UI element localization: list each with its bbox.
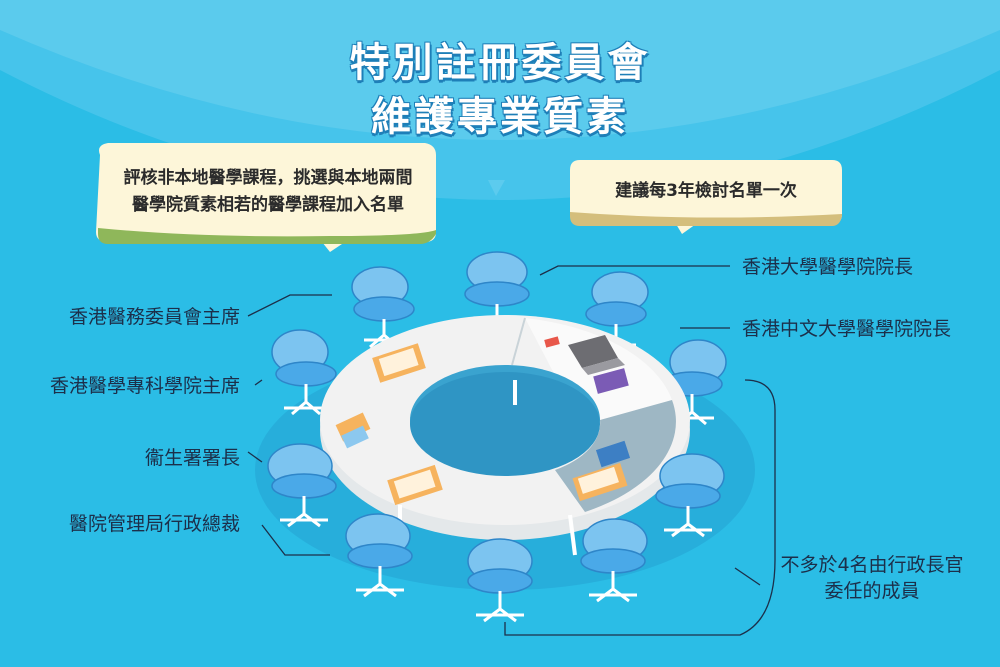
chair bbox=[345, 513, 413, 598]
title-line-2: 維護專業質素 bbox=[371, 94, 629, 140]
chair bbox=[655, 453, 725, 538]
member-label-hku-dean: 香港大學醫學院院長 bbox=[742, 256, 914, 278]
speech-bubble-right bbox=[570, 160, 842, 234]
title-line-1: 特別註冊委員會 bbox=[349, 40, 651, 86]
chair bbox=[467, 538, 533, 623]
member-label-director-of-health: 衞生署署長 bbox=[144, 447, 240, 469]
laptop-icon bbox=[568, 335, 625, 375]
chairs-front bbox=[267, 443, 725, 623]
member-label-appointed: 不多於4名由行政長官 委任的成員 bbox=[762, 552, 982, 604]
documents bbox=[335, 336, 631, 506]
bubble-left-line-1: 評核非本地醫學課程，挑選與本地兩間 bbox=[123, 168, 413, 188]
chair bbox=[267, 443, 337, 528]
member-label-hkmc-chair: 香港醫務委員會主席 bbox=[68, 306, 240, 328]
bubble-pointer-center bbox=[488, 180, 505, 196]
appointed-line-1: 不多於4名由行政長官 bbox=[780, 554, 964, 576]
bubble-left-text: 評核非本地醫學課程，挑選與本地兩間 醫學院質素相若的醫學課程加入名單 bbox=[100, 165, 436, 219]
member-label-ha-chief-executive: 醫院管理局行政總裁 bbox=[68, 513, 240, 535]
bubble-right-text: 建議每3年檢討名單一次 bbox=[570, 178, 842, 205]
top-arc-inner bbox=[0, 0, 1000, 140]
chair bbox=[351, 266, 415, 349]
bubble-left-line-2: 醫學院質素相若的醫學課程加入名單 bbox=[132, 195, 404, 215]
member-label-cuhk-dean: 香港中文大學醫學院院長 bbox=[742, 318, 952, 340]
leader-lines bbox=[247, 265, 776, 636]
chair bbox=[580, 518, 648, 603]
member-label-hkam-president: 香港醫學專科學院主席 bbox=[49, 375, 240, 397]
bubble-right-line-1: 建議每3年檢討名單一次 bbox=[615, 181, 797, 201]
speech-bubble-left bbox=[96, 143, 436, 252]
chair bbox=[271, 329, 337, 416]
appointed-line-2: 委任的成員 bbox=[824, 580, 920, 602]
